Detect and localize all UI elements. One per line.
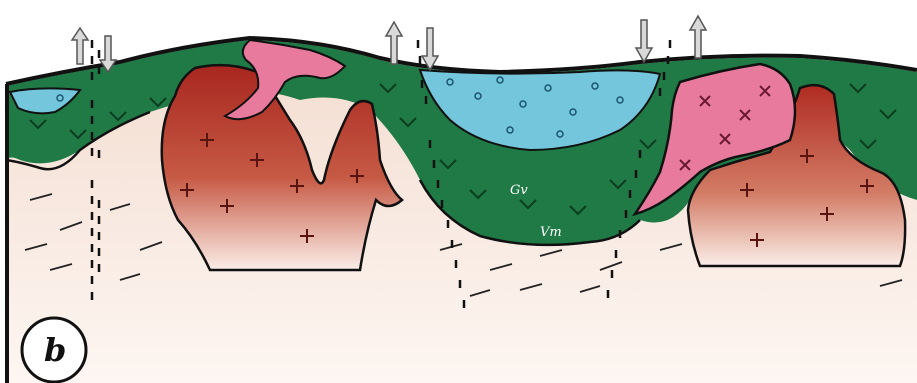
- panel-label: b: [44, 331, 66, 369]
- label-upper-green-unit: Gv: [510, 183, 528, 198]
- label-lower-green-unit: Vm: [540, 225, 562, 240]
